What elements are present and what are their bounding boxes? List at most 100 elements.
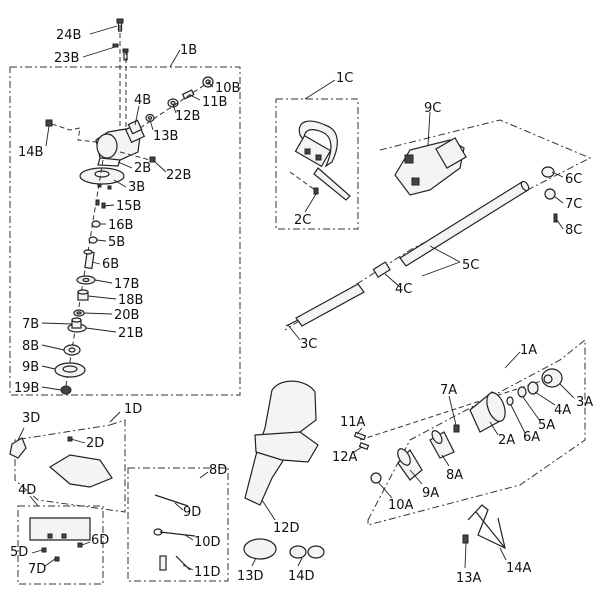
label-6d: 6D	[91, 533, 109, 548]
leader-7d	[44, 558, 56, 567]
loop-handle-1c	[294, 120, 351, 201]
label-6b: 6B	[102, 257, 119, 272]
group-a-boundary	[367, 338, 586, 526]
label-2b: 2B	[134, 161, 151, 176]
label-19b: 19B	[14, 381, 39, 396]
label-11a: 11A	[340, 415, 366, 430]
leader-22b	[154, 161, 167, 173]
leader-11d	[182, 564, 194, 571]
shaft-6b	[83, 249, 95, 270]
part-number-labels: 24B 23B 1B 10B 11B 4B 12B 13B 14B 2B 22B…	[10, 28, 593, 586]
pin-7a	[453, 424, 460, 433]
part-4b-clamp	[127, 119, 143, 135]
part-20b	[73, 309, 85, 317]
label-4a: 4A	[554, 403, 571, 418]
leader-6c	[551, 171, 564, 178]
label-24b: 24B	[56, 28, 81, 43]
part-21b	[67, 317, 87, 333]
leader-24b	[89, 25, 118, 35]
label-3b: 3B	[128, 180, 145, 195]
label-8a: 8A	[446, 468, 463, 483]
wrench-10d	[153, 528, 196, 537]
label-9b: 9B	[22, 360, 39, 375]
leader-8c	[556, 219, 564, 230]
leader-21b	[85, 327, 117, 333]
leader-8b	[41, 344, 65, 351]
leader-1b	[169, 49, 181, 68]
leader-14d	[297, 557, 303, 567]
part-5b	[88, 236, 98, 244]
leader-2d	[70, 438, 86, 444]
screw-14b	[45, 119, 97, 143]
screw-7d	[54, 556, 60, 562]
leader-4c	[384, 273, 401, 288]
label-18b: 18B	[118, 293, 143, 308]
label-23b: 23B	[54, 51, 79, 66]
label-7b: 7B	[22, 317, 39, 332]
leader-6d	[81, 541, 91, 546]
pin-22b	[119, 151, 156, 163]
clamp-7c	[544, 188, 556, 200]
bolt-11b	[181, 89, 195, 100]
nut-19b	[60, 385, 72, 395]
washer-5a	[517, 386, 527, 398]
washer-4a	[527, 381, 539, 395]
leader-14a	[499, 547, 507, 561]
group-a-cutting-assembly	[353, 338, 586, 550]
leader-10b	[207, 81, 214, 88]
label-2c: 2C	[294, 213, 311, 228]
leader-20b	[83, 312, 113, 315]
leader-12d	[261, 499, 276, 521]
cone-guard-2a	[469, 390, 506, 433]
leader-14b	[45, 125, 50, 147]
label-1a: 1A	[520, 343, 537, 358]
shaft-tube-5c	[399, 180, 530, 267]
leader-8d	[199, 471, 209, 479]
group-c-handle-boundary	[275, 98, 359, 230]
leader-11a	[356, 427, 363, 435]
label-8d: 8D	[209, 463, 227, 478]
bracket-14a	[467, 504, 506, 550]
leader-5a	[522, 396, 541, 422]
label-6c: 6C	[565, 172, 582, 187]
leader-10a	[377, 481, 393, 499]
leader-5b	[96, 239, 107, 242]
label-5b: 5B	[108, 235, 125, 250]
bolt-24b	[116, 18, 124, 32]
part-8b	[63, 344, 81, 356]
part-16b	[91, 220, 101, 228]
screw-13a	[462, 534, 469, 544]
leader-2b	[117, 161, 133, 169]
group-b-boundary	[9, 66, 241, 396]
leader-19b	[41, 386, 62, 391]
label-14d: 14D	[288, 569, 315, 584]
washer-17b	[76, 275, 96, 285]
leader-3a	[559, 383, 575, 399]
nut-3a	[541, 368, 563, 388]
label-12a: 12A	[332, 450, 358, 465]
leader-18b	[87, 295, 117, 300]
washer-6a	[506, 396, 514, 406]
label-14b: 14B	[18, 145, 43, 160]
screws-15b	[95, 199, 106, 209]
leader-15b	[103, 204, 115, 207]
group-b-gear-head-assembly	[9, 18, 241, 396]
label-4d: 4D	[18, 483, 36, 498]
label-8c: 8C	[565, 223, 582, 238]
label-11d: 11D	[194, 565, 221, 580]
leader-1c	[304, 79, 336, 100]
label-16b: 16B	[108, 218, 133, 233]
label-12d: 12D	[273, 521, 300, 536]
cup-9b	[54, 362, 86, 378]
part-18b	[77, 289, 89, 301]
label-9d: 9D	[183, 505, 201, 520]
label-1b: 1B	[180, 43, 197, 58]
label-4b: 4B	[134, 93, 151, 108]
screw-2c	[289, 171, 319, 195]
group-c-guide	[284, 119, 592, 331]
label-7a: 7A	[440, 383, 457, 398]
label-13d: 13D	[237, 569, 264, 584]
leader-4d	[29, 495, 39, 507]
group-d-tools-boundary	[127, 467, 229, 582]
hex-key-9d	[154, 494, 189, 507]
